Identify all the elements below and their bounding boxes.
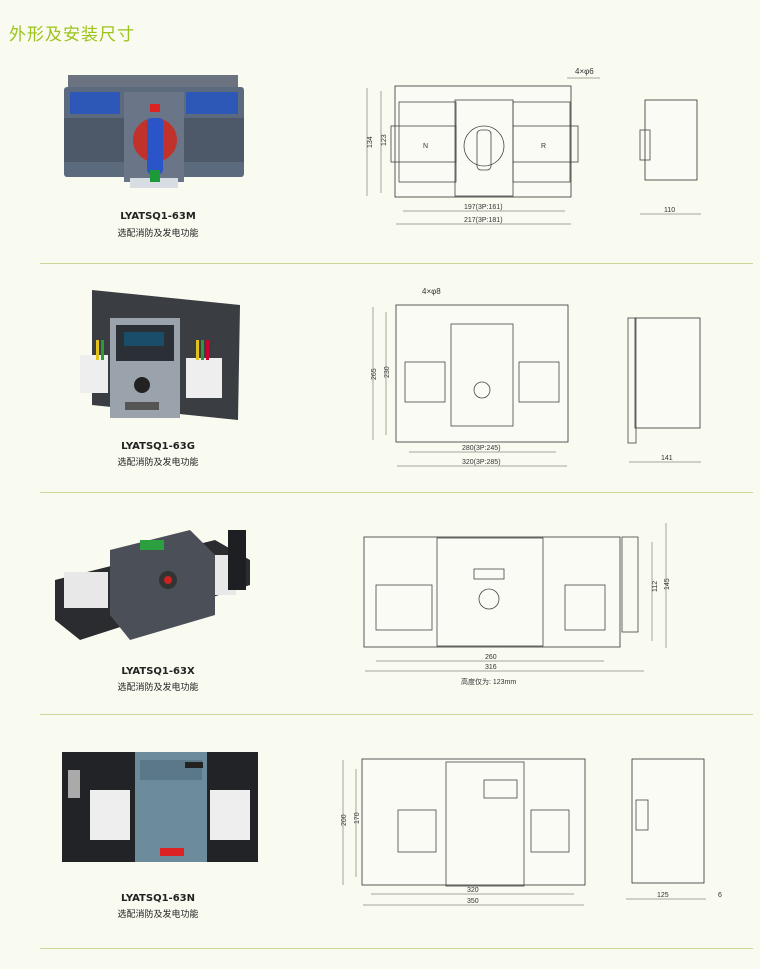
dimension-drawing-63m: N R 134 123 197(3P:161) 217(3P:181) 4×φ6… [366, 67, 701, 225]
dim-width-inner: 197(3P:161) [464, 204, 503, 211]
divider [40, 948, 753, 949]
product-subtitle: 选配消防及发电功能 [117, 910, 199, 920]
product-subtitle: 选配消防及发电功能 [117, 458, 199, 468]
dim-height-inner: 230 [384, 366, 391, 378]
dim-depth: 141 [661, 455, 673, 462]
dim-height-inner: 170 [354, 812, 361, 824]
dim-depth: 125 [657, 892, 669, 899]
dimension-drawing-63n: 200 170 320 350 125 6 [341, 758, 722, 906]
dim-holes: 4×φ8 [422, 287, 441, 296]
product-model: LYATSQ1-63X [121, 666, 195, 677]
dim-width-outer: 316 [485, 664, 497, 671]
label-r: R [541, 143, 546, 150]
divider [40, 714, 753, 715]
product-subtitle: 选配消防及发电功能 [117, 229, 199, 239]
product-model: LYATSQ1-63N [121, 893, 195, 904]
dimension-drawing-63g: 265 230 280(3P:245) 320(3P:285) 4×φ8 141 [371, 287, 701, 467]
product-photo-63g [80, 290, 240, 420]
dim-width-inner: 320 [467, 887, 479, 894]
product-photo-63n [62, 752, 258, 862]
dim-height-inner: 112 [652, 581, 659, 592]
dim-height-inner: 123 [381, 134, 388, 146]
dimension-drawing-63x: 112 145 260 316 高度仅为: 123mm [363, 523, 671, 686]
dim-width-outer: 320(3P:285) [462, 459, 501, 466]
dim-height-outer: 134 [367, 136, 374, 148]
page-title: 外形及安装尺寸 [9, 25, 135, 45]
dim-offset: 6 [718, 892, 722, 899]
dim-width-inner: 280(3P:245) [462, 445, 501, 452]
dim-holes: 4×φ6 [575, 67, 594, 76]
product-model: LYATSQ1-63G [121, 441, 195, 452]
product-model: LYATSQ1-63M [120, 211, 196, 222]
dim-width-outer: 350 [467, 898, 479, 905]
product-photo-63x [55, 530, 250, 640]
product-photo-63m [64, 75, 244, 188]
label-n: N [423, 143, 428, 150]
divider [40, 492, 753, 493]
dim-width-inner: 260 [485, 654, 497, 661]
dim-width-outer: 217(3P:181) [464, 217, 503, 224]
dim-height-outer: 200 [341, 814, 348, 826]
dim-height-outer: 145 [664, 578, 671, 590]
dim-height-outer: 265 [371, 368, 378, 380]
height-note: 高度仅为: 123mm [461, 677, 516, 686]
divider [40, 263, 753, 264]
product-subtitle: 选配消防及发电功能 [117, 683, 199, 693]
dim-depth: 110 [664, 207, 675, 214]
